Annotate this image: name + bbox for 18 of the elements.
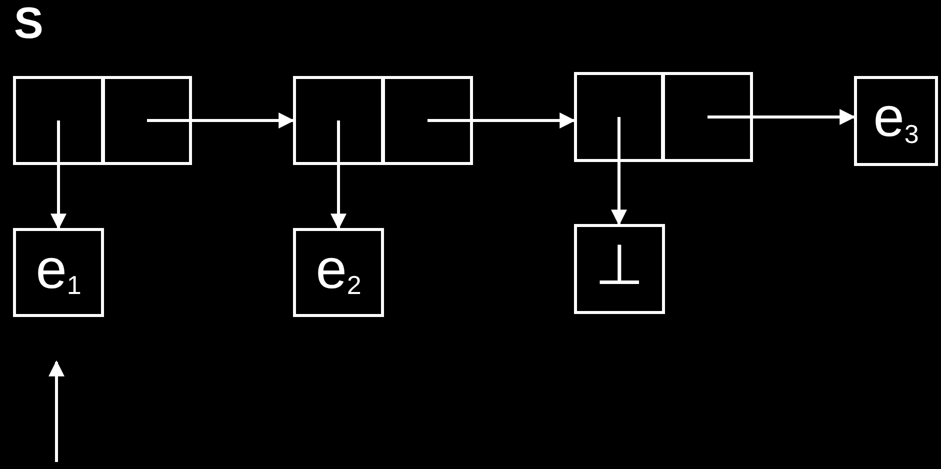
arrow [611,117,627,226]
cell-box [574,72,664,162]
arrow [428,112,576,128]
element-box: e$_{2}$ [293,228,384,317]
cell-box [13,76,104,165]
arrow [48,360,64,462]
element-box: ⊥ [574,224,665,314]
element-box: e$_{1}$ [13,228,104,317]
arrow [330,120,346,230]
cell-box [382,76,473,165]
cell-box [293,76,384,165]
variable-label: S [14,2,44,46]
element-box: e$_{3}$ [854,76,938,166]
cell-box [102,76,192,165]
arrow [708,109,856,125]
cell-box [662,72,753,162]
arrow [50,120,66,230]
arrow [147,112,295,128]
